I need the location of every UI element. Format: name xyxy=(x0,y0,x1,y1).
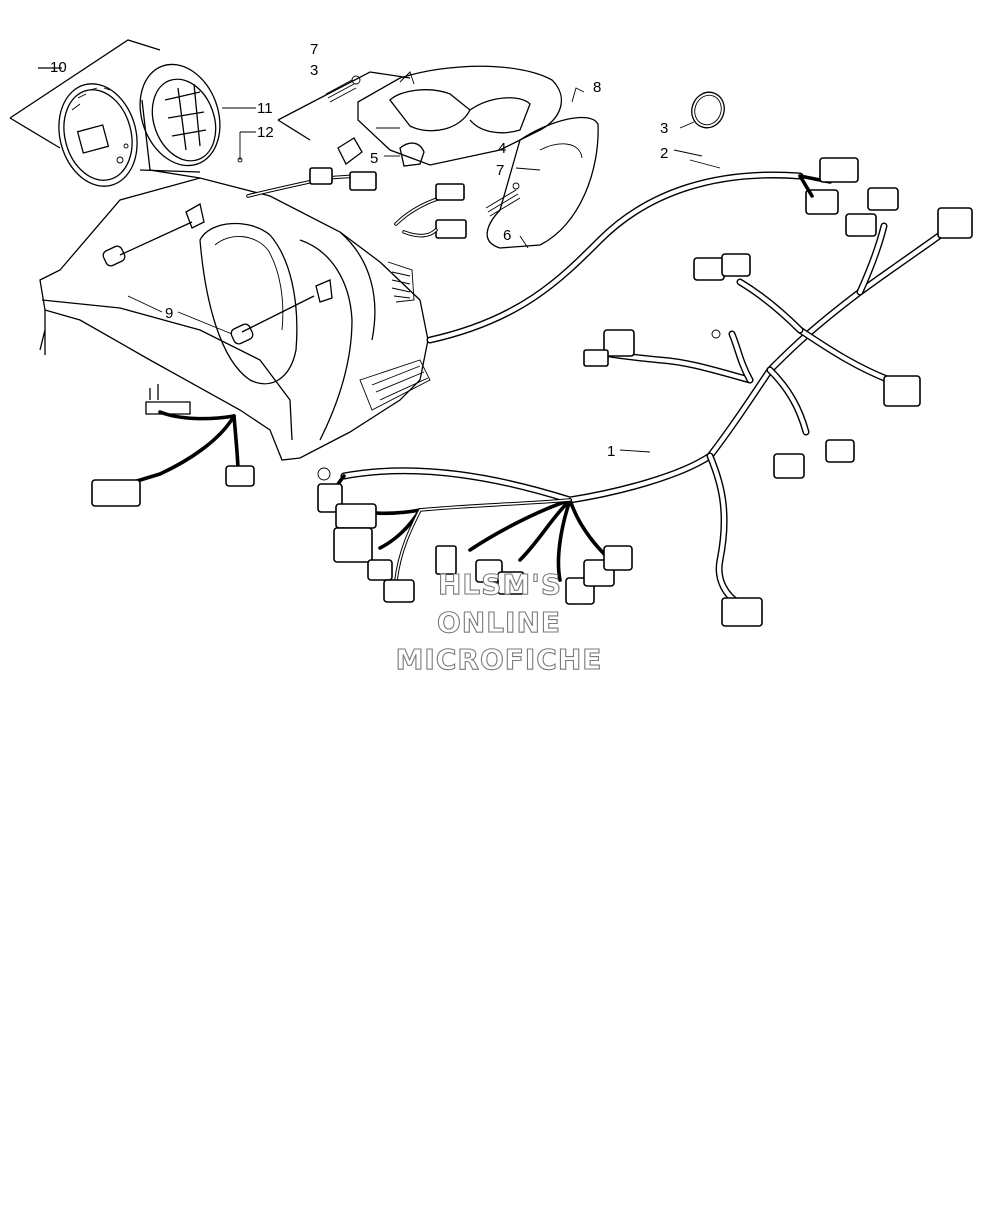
watermark: HLSM'S ONLINE MICROFICHE xyxy=(395,567,603,676)
watermark-line-1: HLSM'S xyxy=(438,568,562,601)
callout-4: 4 xyxy=(498,140,506,157)
gauge-leader-lines xyxy=(139,107,256,173)
headlight-bulb[interactable] xyxy=(337,137,425,167)
gauge-bracket-lines xyxy=(9,39,161,149)
gauge-housing[interactable] xyxy=(127,53,234,179)
harness-2[interactable] xyxy=(426,157,859,344)
callout-7-lower: 7 xyxy=(496,162,504,179)
callout-1: 1 xyxy=(607,443,615,460)
callout-5: 5 xyxy=(370,150,378,167)
watermark-line-2: ONLINE xyxy=(437,606,561,639)
leader-9 xyxy=(127,295,233,335)
callout-9: 9 xyxy=(165,305,173,322)
mounting-screws[interactable] xyxy=(102,202,333,345)
callout-7-top: 7 xyxy=(310,41,318,58)
callout-3-spring: 3 xyxy=(310,62,318,79)
headlight-pigtail[interactable] xyxy=(246,167,467,239)
callout-12: 12 xyxy=(257,124,274,141)
callout-8: 8 xyxy=(593,79,601,96)
watermark-line-3: MICROFICHE xyxy=(396,643,603,676)
callout-3-ring: 3 xyxy=(660,120,668,137)
left-lower-pigtail[interactable] xyxy=(91,384,255,507)
speedometer-gauge[interactable] xyxy=(48,75,148,195)
harness-1-connectors[interactable] xyxy=(317,187,973,627)
callout-labels: 1 2 3 3 4 5 6 7 7 8 9 10 11 12 xyxy=(50,41,703,460)
callout-10: 10 xyxy=(50,59,67,76)
adjuster-springs[interactable] xyxy=(325,75,521,217)
headlight-housing[interactable] xyxy=(357,65,599,249)
callout-11: 11 xyxy=(257,100,273,117)
retaining-ring[interactable] xyxy=(679,88,729,133)
callout-6: 6 xyxy=(503,227,511,244)
harness-1[interactable] xyxy=(340,222,954,608)
headlight-bracket-lines xyxy=(277,71,541,249)
hood-console[interactable] xyxy=(39,177,431,461)
callout-2: 2 xyxy=(660,145,668,162)
